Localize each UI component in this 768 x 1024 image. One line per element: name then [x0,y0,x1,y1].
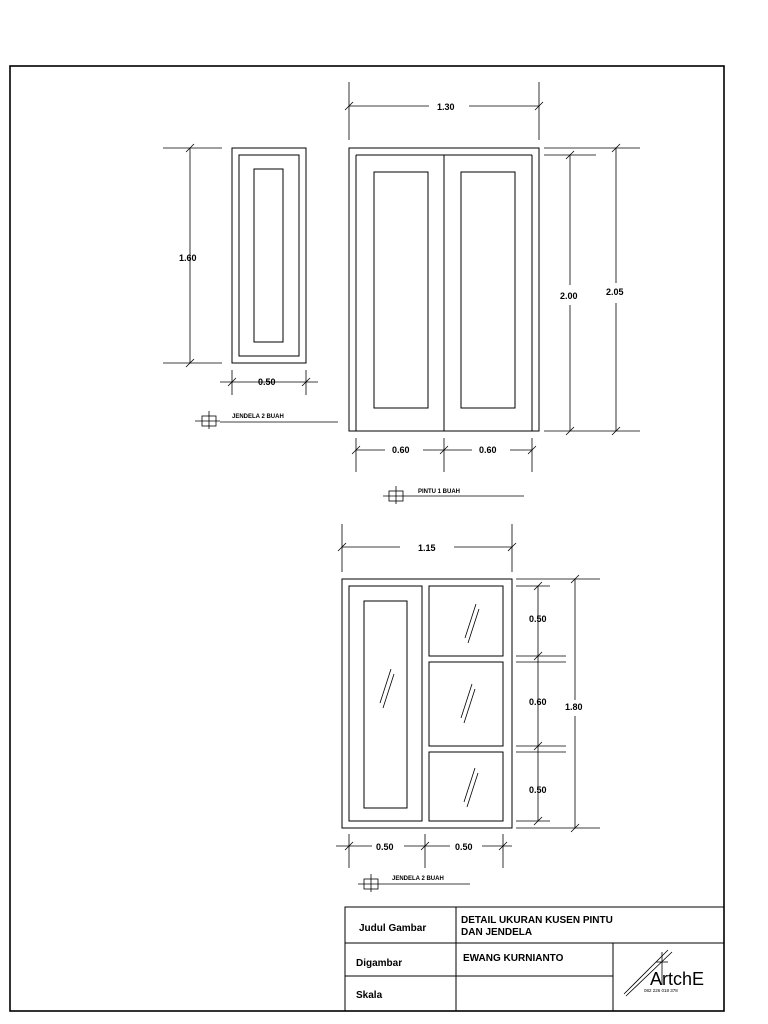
door-height-outer-label: 2.05 [606,287,624,297]
door-right-panel [460,171,516,409]
title-line-2: DAN JENDELA [461,927,532,938]
small-window-height-dimension [163,143,222,368]
title-label: Judul Gambar [359,923,426,934]
door-left-panel [373,171,429,409]
drawn-by-value: EWANG KURNIANTO [463,953,564,964]
door-height-dimensions [544,143,640,436]
door-elevation [348,147,540,432]
title-block [344,906,725,1012]
door-height-inner-label: 2.00 [560,291,578,301]
large-window-left-width-label: 0.50 [376,842,394,852]
large-window-width-dimension [337,524,517,572]
large-window-height-label: 1.80 [565,702,583,712]
small-window-elevation [231,147,307,364]
large-window-middle-pane [428,661,504,747]
door-width-label: 1.30 [437,102,455,112]
small-window-pane [253,168,284,343]
sheet-border [9,65,725,1012]
large-window-caption: JENDELA 2 BUAH [392,876,444,882]
large-window-bottom-dimensions [336,834,512,868]
small-window-frame-inner [238,154,300,357]
large-window-width-label: 1.15 [418,543,436,553]
door-caption: PINTU 1 BUAH [418,489,460,495]
large-window-left-pane [363,600,408,809]
logo-phone: 082 226 018 378 [644,988,678,993]
drawn-by-label: Digambar [356,958,402,969]
door-leaf-left-label: 0.60 [392,445,410,455]
large-window-height-dimensions [516,574,600,833]
large-window-top-height-label: 0.50 [529,614,547,624]
large-window-right-width-label: 0.50 [455,842,473,852]
large-window-frame-outer [341,578,513,829]
large-window-bottom-pane [428,751,504,822]
logo-text: ArtchE [650,969,704,989]
small-window-width-dimension [220,370,318,395]
door-leaf-right-label: 0.60 [479,445,497,455]
studio-logo: ArtchE 082 226 018 378 [623,949,704,997]
large-window-top-pane [428,585,504,657]
small-window-height-label: 1.60 [179,253,197,263]
door-marker [383,486,524,504]
large-window-elevation [341,578,513,829]
large-window-left-sash [348,585,423,822]
large-window-bottom-height-label: 0.50 [529,785,547,795]
large-window-marker [358,874,470,892]
door-leaf-dimensions [351,438,537,472]
small-window-frame-outer [231,147,307,364]
scale-label: Skala [356,990,383,1001]
small-window-marker [195,411,338,429]
small-window-width-label: 0.50 [258,377,276,387]
large-window-mid-height-label: 0.60 [529,697,547,707]
door-width-dimension [344,82,544,140]
small-window-caption: JENDELA 2 BUAH [232,414,284,420]
title-line-1: DETAIL UKURAN KUSEN PINTU [461,915,613,926]
